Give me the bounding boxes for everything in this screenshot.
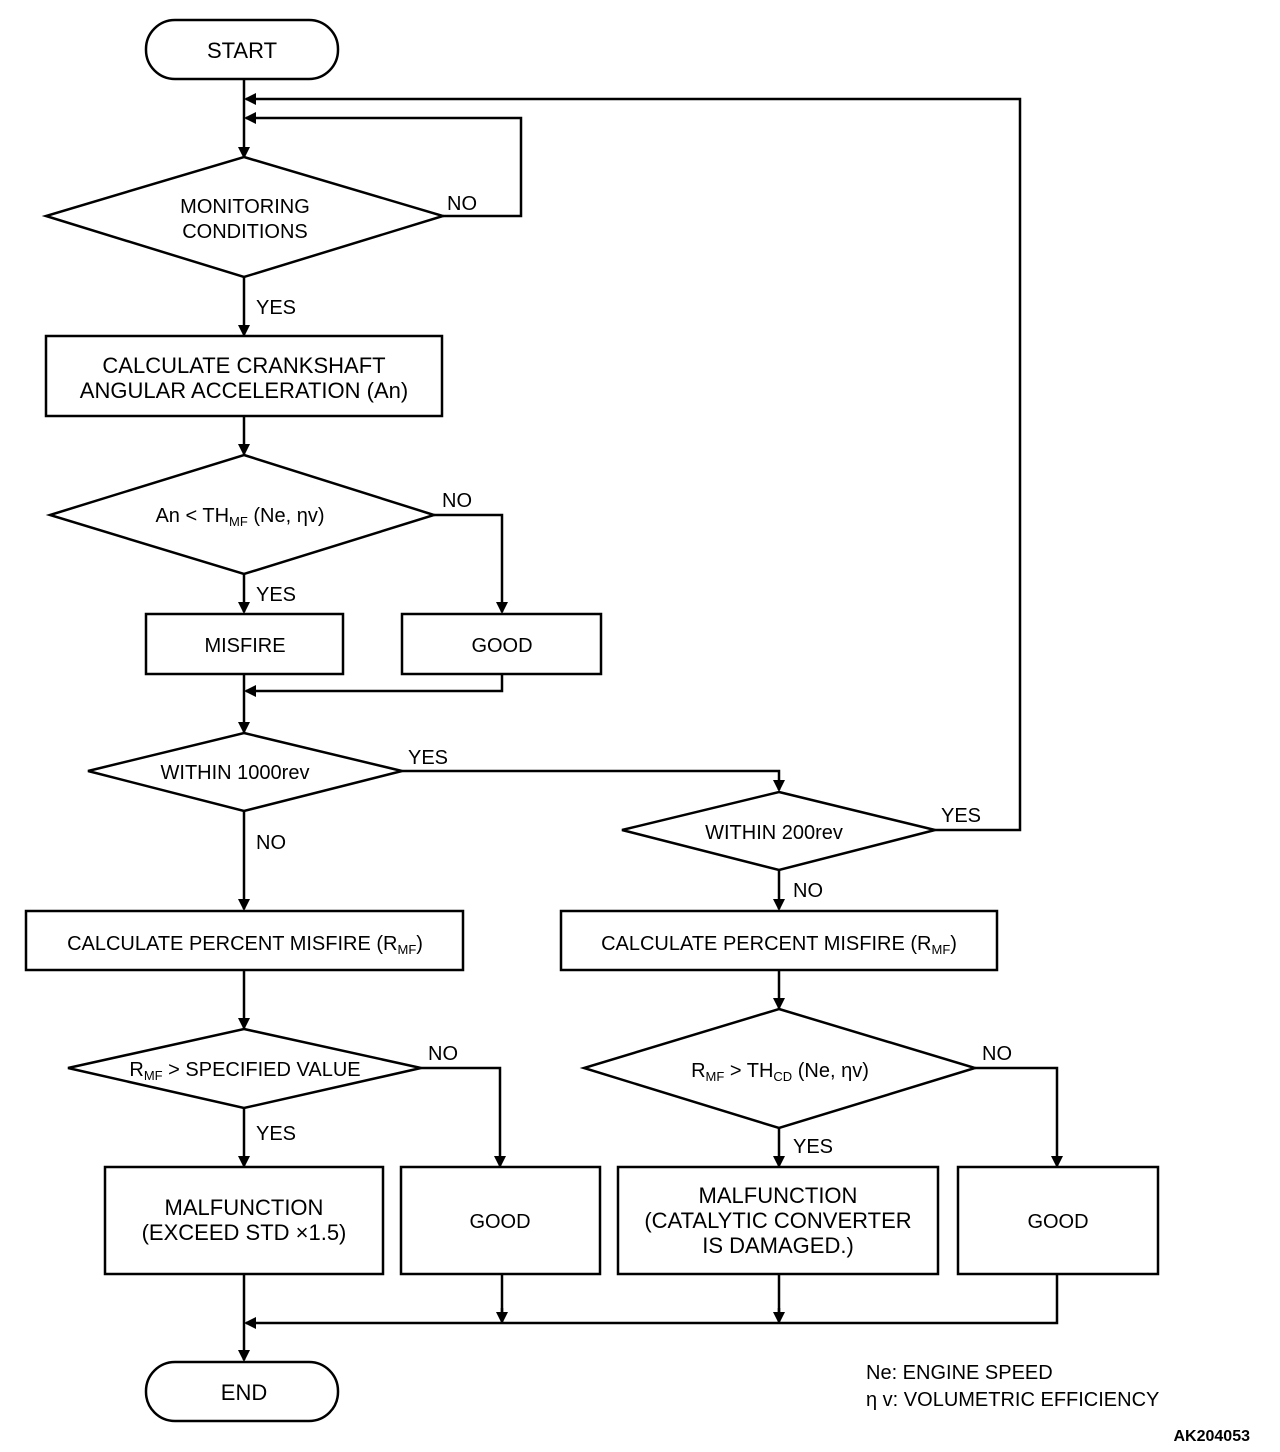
rmf-specified-decision: RMF > SPECIFIED VALUE [67, 1027, 422, 1110]
malfunction-exceed-line1: MALFUNCTION [165, 1195, 324, 1220]
monitoring-line2: CONDITIONS [182, 221, 308, 243]
legend-eta: η v: VOLUMETRIC EFFICIENCY [866, 1389, 1159, 1411]
calc-accel-line1: CALCULATE CRANKSHAFT [102, 353, 385, 378]
connectors [238, 79, 1063, 1362]
good-process-1: GOOD [400, 612, 603, 676]
rmf-thcd-no-label: NO [982, 1043, 1012, 1065]
threshold-no-label: NO [442, 490, 472, 512]
good-label-3: GOOD [1027, 1211, 1088, 1233]
good-process-3: GOOD [956, 1165, 1160, 1276]
calculate-acceleration-process: CALCULATE CRANKSHAFT ANGULAR ACCELERATIO… [44, 334, 444, 418]
rmf-specified-no-label: NO [428, 1043, 458, 1065]
calculate-percent-misfire-left: CALCULATE PERCENT MISFIRE (RMF) [24, 909, 465, 972]
monitoring-conditions-decision: MONITORING CONDITIONS [41, 155, 448, 279]
figure-code: AK204053 [1174, 1428, 1251, 1445]
start-terminal: START [144, 18, 340, 81]
monitoring-line1: MONITORING [180, 196, 310, 218]
good-label-2: GOOD [469, 1211, 530, 1233]
malfunction-catalytic-process: MALFUNCTION (CATALYTIC CONVERTER IS DAMA… [616, 1165, 940, 1276]
calculate-percent-misfire-right: CALCULATE PERCENT MISFIRE (RMF) [559, 909, 999, 972]
misfire-process: MISFIRE [144, 612, 345, 676]
within-200-yes-label: YES [941, 805, 981, 827]
within-200rev-decision: WITHIN 200rev [621, 790, 936, 872]
legend: Ne: ENGINE SPEED η v: VOLUMETRIC EFFICIE… [866, 1362, 1159, 1411]
end-terminal: END [144, 1360, 340, 1423]
calc-percent-left-text: CALCULATE PERCENT MISFIRE (RMF) [67, 933, 423, 957]
good-process-2: GOOD [399, 1165, 602, 1276]
calc-percent-right-text: CALCULATE PERCENT MISFIRE (RMF) [601, 933, 957, 957]
misfire-label: MISFIRE [204, 635, 285, 657]
within-200-no-label: NO [793, 880, 823, 902]
rmf-thcd-decision: RMF > THCD (Ne, ηv) [579, 1007, 980, 1130]
threshold-yes-label: YES [256, 584, 296, 606]
malfunction-catalytic-line1: MALFUNCTION [699, 1183, 858, 1208]
malfunction-catalytic-line3: IS DAMAGED.) [702, 1233, 854, 1258]
within-1000-label: WITHIN 1000rev [161, 762, 310, 784]
calc-accel-line2: ANGULAR ACCELERATION (An) [80, 378, 408, 403]
within-200-label: WITHIN 200rev [705, 822, 843, 844]
malfunction-catalytic-line2: (CATALYTIC CONVERTER [644, 1208, 911, 1233]
malfunction-exceed-process: MALFUNCTION (EXCEED STD ×1.5) [103, 1165, 385, 1276]
within-1000-no-label: NO [256, 832, 286, 854]
rmf-thcd-yes-label: YES [793, 1136, 833, 1158]
within-1000-yes-label: YES [408, 747, 448, 769]
legend-ne: Ne: ENGINE SPEED [866, 1362, 1053, 1384]
monitoring-yes-label: YES [256, 297, 296, 319]
good-label-1: GOOD [471, 635, 532, 657]
rmf-thcd-text: RMF > THCD (Ne, ηv) [691, 1060, 869, 1084]
malfunction-exceed-line2: (EXCEED STD ×1.5) [142, 1220, 347, 1245]
monitoring-no-label: NO [447, 193, 477, 215]
threshold-decision: An < THMF (Ne, ηv) [45, 453, 439, 576]
within-1000rev-decision: WITHIN 1000rev [87, 731, 403, 813]
rmf-specified-text: RMF > SPECIFIED VALUE [129, 1059, 360, 1083]
rmf-specified-yes-label: YES [256, 1123, 296, 1145]
end-label: END [221, 1380, 267, 1405]
threshold-text: An < THMF (Ne, ηv) [155, 505, 324, 529]
start-label: START [207, 38, 277, 63]
